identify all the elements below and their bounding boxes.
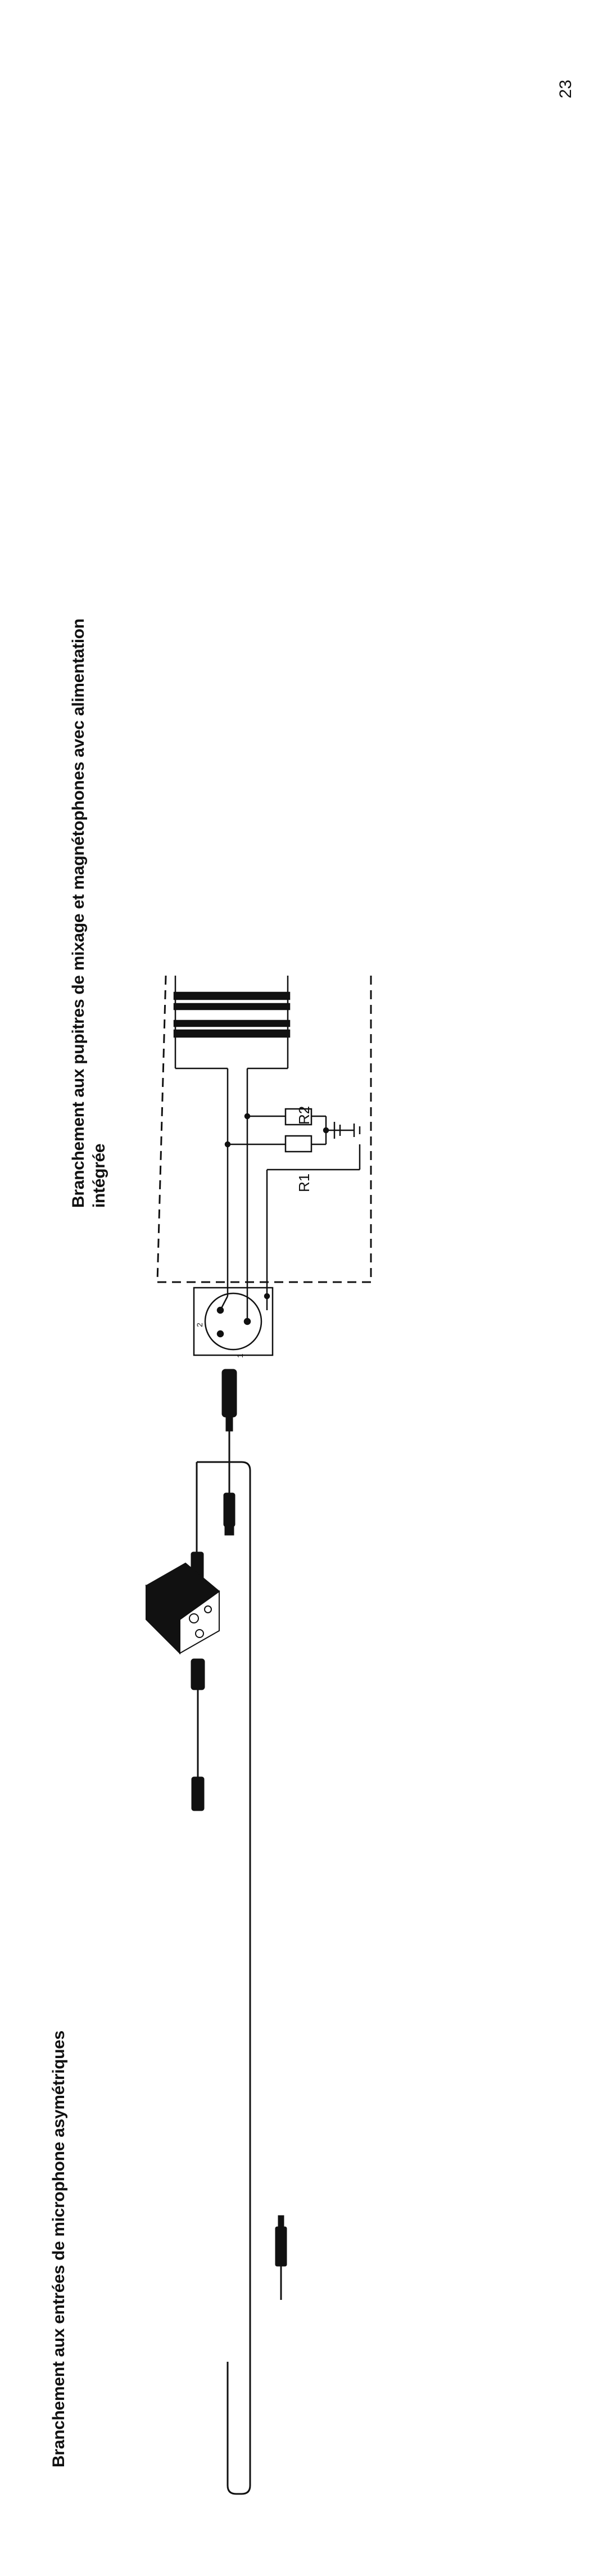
recorder-device-icon (145, 1562, 220, 1655)
transformer-symbol (173, 976, 291, 1070)
cable-loop (197, 1461, 251, 2495)
microphone-with-cable-icon (221, 1369, 237, 1536)
enclosure-dashed-box (156, 975, 372, 1283)
svg-text:1: 1 (235, 1354, 244, 1358)
phantom-circuit-schematic (156, 975, 372, 1356)
svg-text:2: 2 (195, 1323, 204, 1327)
xlr-plug-icon (191, 1462, 204, 1584)
r1-label: R1 (296, 1174, 312, 1192)
r2-label: R2 (296, 1106, 312, 1125)
jack-plug-icon (275, 2215, 287, 2300)
microphone-icon (191, 1658, 205, 1811)
xlr-connector-circle (204, 1292, 262, 1351)
resistor-r1 (284, 1135, 312, 1153)
xlr-connector-box (193, 1287, 274, 1356)
